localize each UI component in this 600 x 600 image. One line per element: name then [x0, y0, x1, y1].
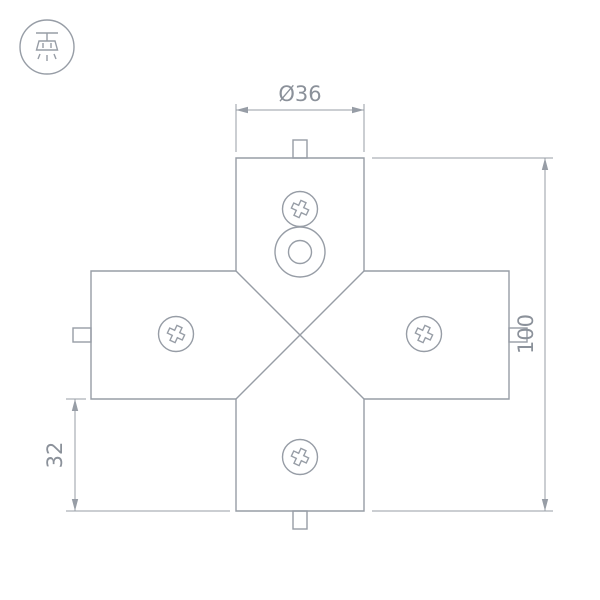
- arrowhead: [236, 106, 248, 114]
- tab-left: [72, 327, 92, 343]
- arrowhead: [541, 158, 549, 170]
- arrowhead: [71, 399, 79, 411]
- tab-bottom: [292, 510, 308, 530]
- part-diagonal: [235, 270, 365, 400]
- phillips-screw-icon: [157, 315, 195, 353]
- phillips-screw-icon: [405, 315, 443, 353]
- dimension-height: 100: [372, 157, 553, 512]
- phillips-screw-icon: [281, 438, 319, 476]
- dimension-label-diameter: Ø36: [278, 82, 321, 106]
- arrowhead: [541, 499, 549, 511]
- hole-outer: [274, 226, 326, 278]
- arrowhead: [352, 106, 364, 114]
- tab-top: [292, 139, 308, 159]
- dimension-label-height: 100: [514, 314, 538, 354]
- arrowhead: [71, 499, 79, 511]
- logo-circle: [19, 19, 75, 75]
- part-body: [72, 139, 528, 530]
- brand-logo: [19, 19, 75, 75]
- dimension-label-segment: 32: [43, 442, 67, 469]
- phillips-screw-icon: [281, 190, 319, 228]
- hole-inner: [287, 239, 313, 265]
- dimension-segment: 32: [43, 398, 230, 512]
- ceiling-lamp-icon: [35, 32, 59, 61]
- tab-right: [508, 327, 528, 343]
- dimension-diameter: Ø36: [235, 82, 365, 152]
